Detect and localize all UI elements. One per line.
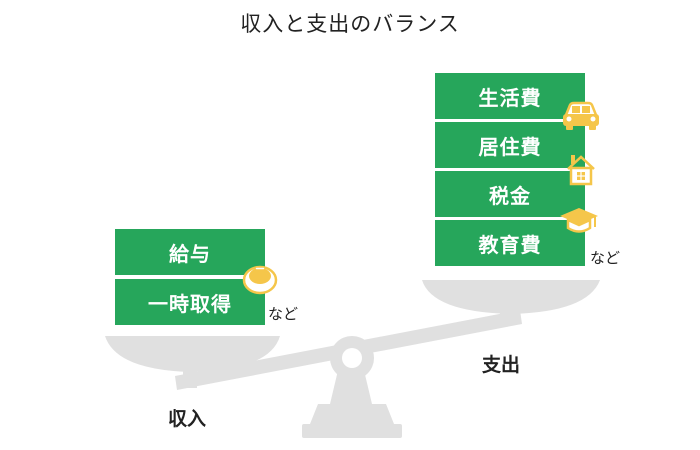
scale-base-upper <box>310 404 394 424</box>
expense-item-living: 生活費 <box>435 73 585 119</box>
piggy-bank-icon <box>242 265 278 295</box>
page-title: 収入と支出のバランス <box>240 12 460 36</box>
income-note: など <box>268 305 299 323</box>
left-pan <box>105 336 280 372</box>
expense-label: 支出 <box>482 354 521 376</box>
income-item-salary: 給与 <box>115 229 265 275</box>
house-icon <box>567 155 595 186</box>
right-pan <box>422 280 600 314</box>
expense-item-housing: 居住費 <box>435 122 585 168</box>
scale-base <box>302 424 402 438</box>
expense-note: など <box>590 249 621 267</box>
pivot-hole <box>342 348 362 368</box>
graduation-cap-icon <box>560 208 598 233</box>
income-label: 収入 <box>168 408 207 430</box>
expense-item-tax: 税金 <box>435 171 585 217</box>
income-item-temporary: 一時取得 <box>115 279 265 325</box>
expense-item-education: 教育費 <box>435 220 585 266</box>
car-icon <box>563 101 599 130</box>
